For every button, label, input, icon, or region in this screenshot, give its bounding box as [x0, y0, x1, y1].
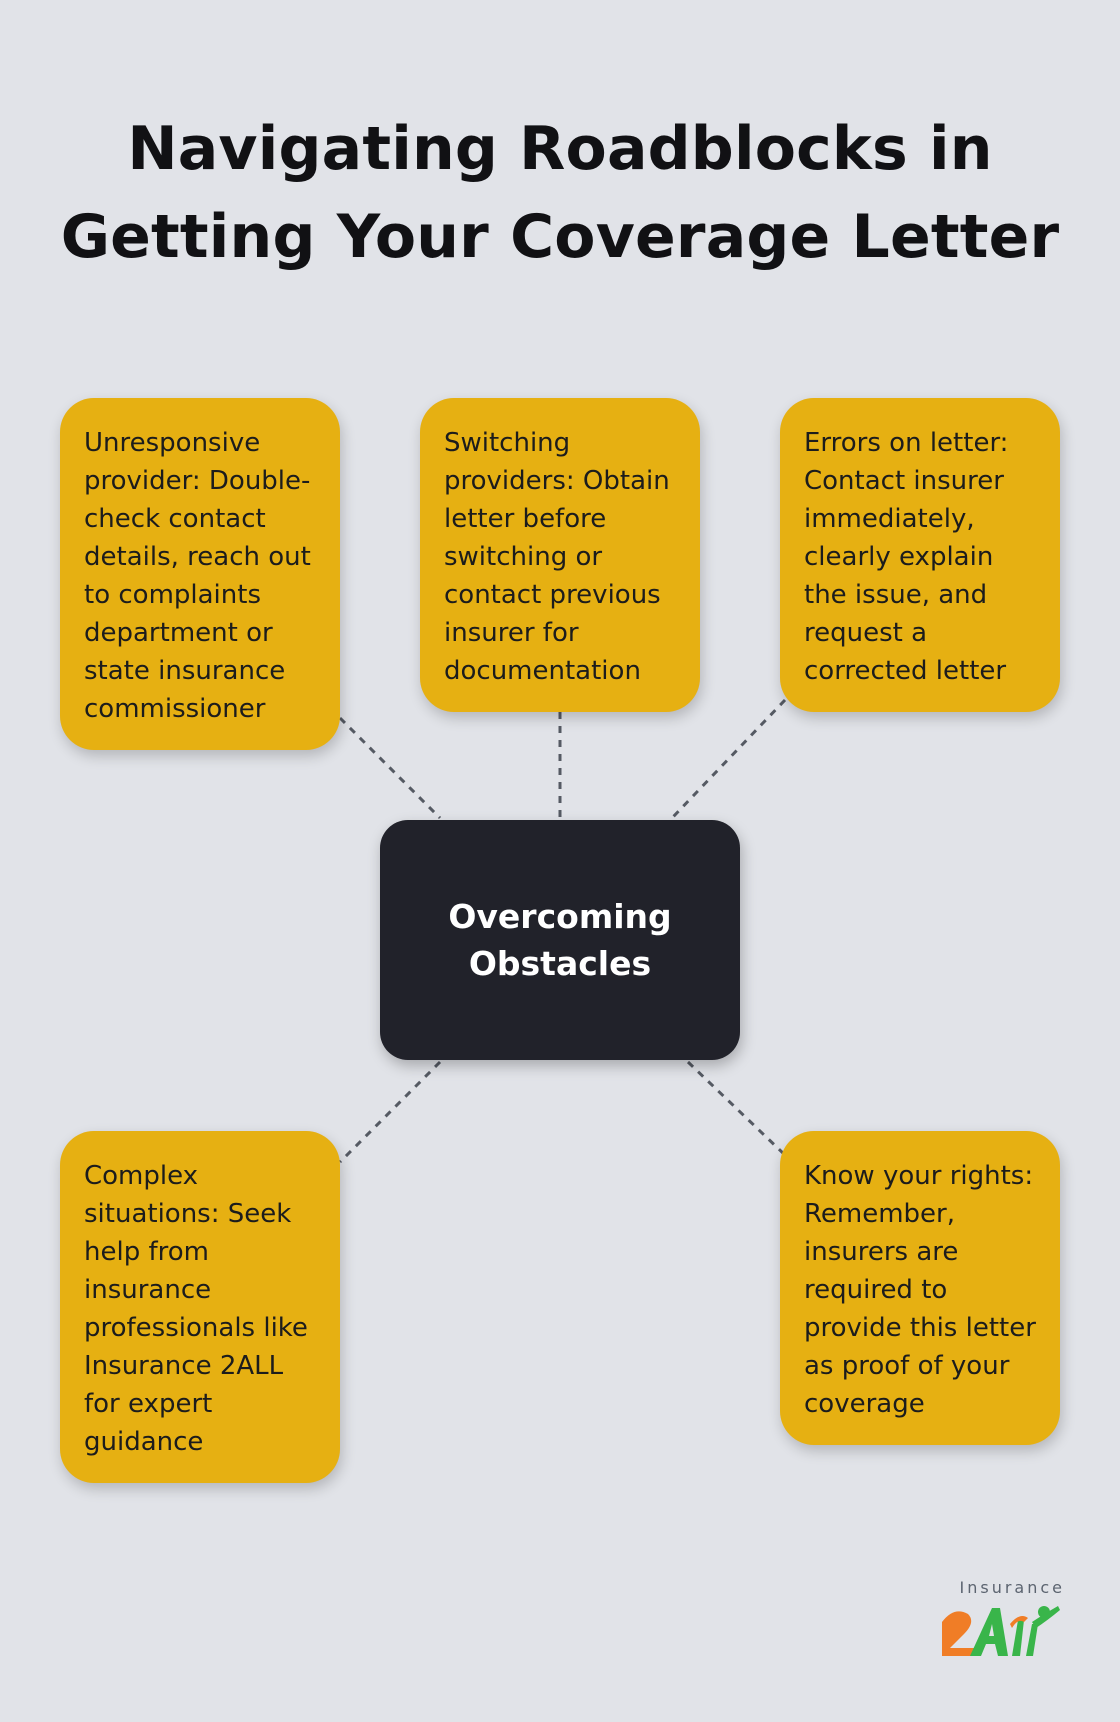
connector-line-5 — [686, 1060, 787, 1157]
card-errors-on-letter: Errors on letter: Contact insurer immedi… — [780, 398, 1060, 712]
logo-wordmark: Insurance — [959, 1578, 1065, 1597]
card-unresponsive-provider: Unresponsive provider: Double-check cont… — [60, 398, 340, 750]
card-complex-situations: Complex situations: Seek help from insur… — [60, 1131, 340, 1483]
page-title: Navigating Roadblocks in Getting Your Co… — [60, 114, 1060, 272]
logo-2all-mark-icon — [942, 1606, 1060, 1656]
connector-line-1 — [338, 716, 442, 820]
card-know-your-rights: Know your rights: Remember, insurers are… — [780, 1131, 1060, 1445]
insurance-2all-logo: Insurance — [940, 1578, 1065, 1673]
card-switching-providers: Switching providers: Obtain letter befor… — [420, 398, 700, 712]
center-node: Overcoming Obstacles — [380, 820, 740, 1060]
connector-line-4 — [338, 1060, 442, 1164]
connector-line-3 — [670, 698, 787, 820]
